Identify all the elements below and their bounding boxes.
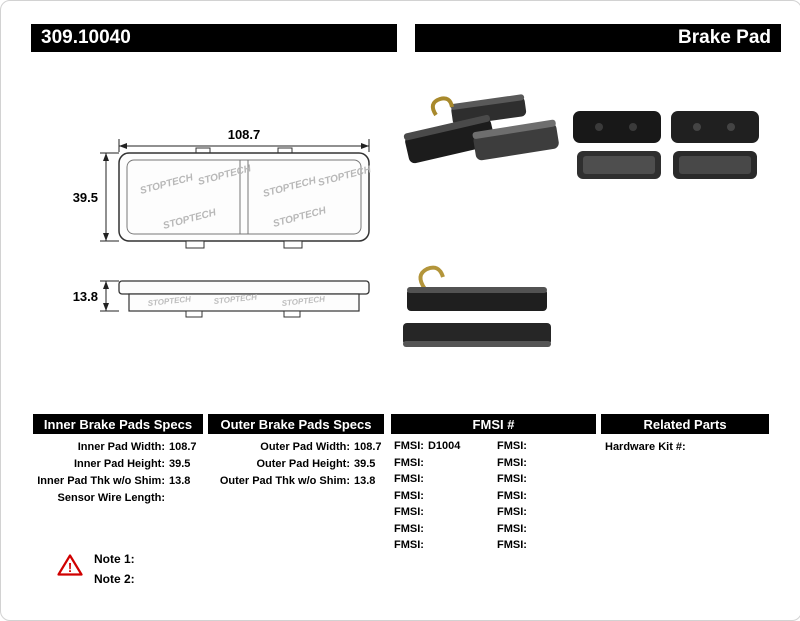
fmsi-label: FMSI: [394,456,424,469]
outer-specs-header: Outer Brake Pads Specs [208,414,384,434]
fmsi-label: FMSI: [496,506,527,519]
fmsi-row: FMSI: [394,471,495,488]
fmsi-row: FMSI: [497,455,596,472]
fmsi-label: FMSI: [394,440,424,453]
related-parts-header: Related Parts [601,414,769,434]
fmsi-row: FMSI: [394,521,495,538]
spec-label: Outer Pad Height: [256,457,350,470]
fmsi-label: FMSI: [496,456,527,469]
related-parts-column: Hardware Kit #: [605,438,769,455]
fmsi-row: FMSI: [497,488,596,505]
dimension-pad-thickness: 13.8 [73,289,98,304]
fmsi-subcolumn-1: FMSI: D1004 FMSI: FMSI: FMSI: FMSI: FMSI… [391,438,495,554]
fmsi-label: FMSI: [496,440,527,453]
spec-value: 13.8 [169,474,191,487]
spec-value: 39.5 [354,457,376,470]
wear-sensor-photo [430,96,454,117]
fmsi-row: FMSI: [394,455,495,472]
fmsi-row: FMSI: [497,537,596,554]
inner-specs-header: Inner Brake Pads Specs [33,414,203,434]
fmsi-row: FMSI: [394,504,495,521]
fmsi-row: FMSI: [497,521,596,538]
spec-row: Inner Pad Thk w/o Shim: 13.8 [33,472,203,489]
inner-specs-column: Inner Pad Width: 108.7 Inner Pad Height:… [33,438,203,506]
pad-front-view: STOPTECH STOPTECH STOPTECH STOPTECH STOP… [118,147,373,249]
fmsi-label: FMSI: [394,539,424,552]
svg-text:!: ! [68,560,72,575]
outer-specs-column: Outer Pad Width: 108.7 Outer Pad Height:… [208,438,384,489]
fmsi-row: FMSI: [497,471,596,488]
spec-row: Outer Pad Width: 108.7 [208,438,384,455]
spec-label: Outer Pad Width: [260,440,350,453]
pad-side-view: STOPTECH STOPTECH STOPTECH [118,280,370,318]
spec-row: Outer Pad Thk w/o Shim: 13.8 [208,472,384,489]
spec-row: Outer Pad Height: 39.5 [208,455,384,472]
spec-label: Sensor Wire Length: [57,491,165,504]
spec-value: 13.8 [354,474,376,487]
spec-row: Inner Pad Height: 39.5 [33,455,203,472]
product-photo-pads-grid [573,111,759,179]
spec-label: Hardware Kit #: [605,440,686,453]
product-title-header-bar: Brake Pad [415,24,781,52]
spec-value: 108.7 [354,440,382,453]
spec-row: Sensor Wire Length: [33,489,203,506]
fmsi-label: FMSI: [496,489,527,502]
warning-icon: ! [57,554,83,576]
product-photo-pads-angled [403,94,559,164]
spec-label: Inner Pad Height: [73,457,165,470]
fmsi-label: FMSI: [394,506,424,519]
fmsi-row: FMSI: [497,504,596,521]
fmsi-label: FMSI: [496,522,527,535]
note-1-label: Note 1: [94,552,135,566]
spec-label: Inner Pad Thk w/o Shim: [37,474,165,487]
dimension-pad-width: 108.7 [228,127,261,142]
spec-value: 39.5 [169,457,191,470]
product-photo-pads-stacked [403,265,551,347]
fmsi-row: FMSI: [394,537,495,554]
fmsi-subcolumn-2: FMSI: FMSI: FMSI: FMSI: FMSI: FMSI: [495,438,596,554]
fmsi-label: FMSI: [394,473,424,486]
part-number: 309.10040 [41,27,131,48]
fmsi-label: FMSI: [394,489,424,502]
fmsi-header: FMSI # [391,414,596,434]
fmsi-row: FMSI: D1004 [394,438,495,455]
part-number-header-bar: 309.10040 [31,24,397,52]
fmsi-label: FMSI: [394,522,424,535]
spec-row: Inner Pad Width: 108.7 [33,438,203,455]
fmsi-label: FMSI: [496,539,527,552]
fmsi-row: FMSI: [497,438,596,455]
note-2-label: Note 2: [94,572,135,586]
spec-row: Hardware Kit #: [605,438,769,455]
wear-sensor-photo [418,265,445,291]
dimension-pad-height: 39.5 [73,190,98,205]
spec-value: 108.7 [169,440,197,453]
technical-drawing: 108.7 39.5 STOPTECH STOPTECH STOPTECH ST… [73,127,373,318]
page-title: Brake Pad [678,27,771,48]
spec-label: Inner Pad Width: [77,440,165,453]
spec-label: Outer Pad Thk w/o Shim: [219,474,350,487]
fmsi-value: D1004 [427,440,461,453]
fmsi-label: FMSI: [496,473,527,486]
fmsi-row: FMSI: [394,488,495,505]
fmsi-column: FMSI: D1004 FMSI: FMSI: FMSI: FMSI: FMSI… [391,438,596,554]
